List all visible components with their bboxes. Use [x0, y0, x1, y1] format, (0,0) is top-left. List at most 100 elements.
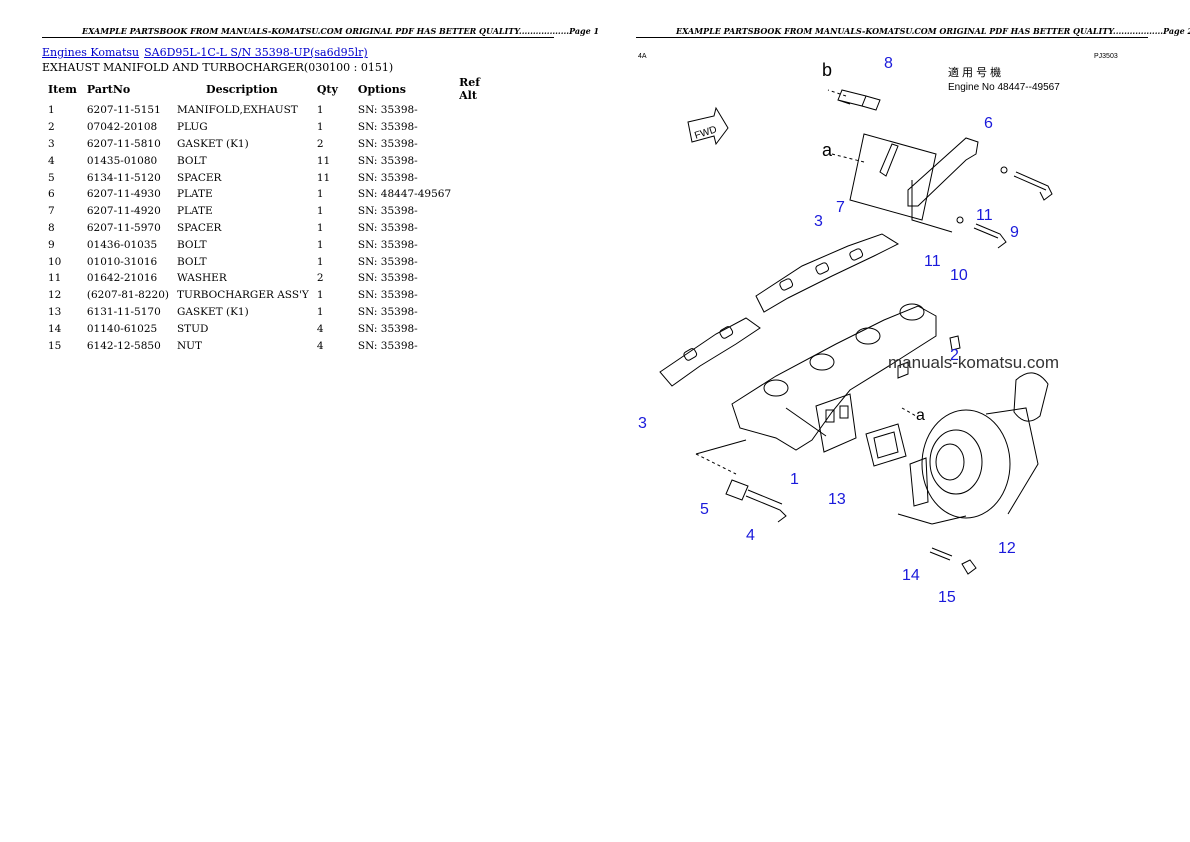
cell-qty: 11: [316, 154, 331, 167]
cell-ref-alt: [455, 169, 505, 186]
letter-a-lower: a: [916, 407, 925, 424]
page-header-left: EXAMPLE PARTSBOOK FROM MANUALS-KOMATSU.C…: [82, 26, 600, 36]
cell-options: SN: 35398-: [357, 322, 418, 335]
callout-15: 15: [938, 589, 956, 606]
cell-qty: 2: [316, 137, 324, 150]
page-header-right: EXAMPLE PARTSBOOK FROM MANUALS-KOMATSU.C…: [676, 26, 1190, 36]
callout-1: 1: [790, 471, 799, 488]
nut-15-shape: [961, 559, 977, 575]
cell-description: BOLT: [176, 255, 207, 268]
spacer-5-shape: [725, 479, 749, 501]
cell-qty: 1: [316, 205, 324, 218]
cell-item: 13: [48, 305, 62, 318]
cell-qty: 1: [316, 121, 324, 134]
letter-b-top: b: [822, 60, 832, 80]
parts-table: Item PartNo Description Qty Options Ref …: [44, 76, 505, 354]
cell-description: WASHER: [176, 272, 227, 285]
callout-13: 13: [828, 491, 846, 508]
plate-6-shape: [907, 137, 979, 207]
cell-ref-alt: [455, 270, 505, 287]
callout-3-upper: 3: [814, 213, 823, 230]
watermark-text: manuals-komatsu.com: [888, 353, 1059, 372]
cell-item: 14: [48, 322, 62, 335]
cell-description: PLUG: [176, 121, 208, 134]
cell-options: SN: 35398-: [357, 104, 418, 117]
fwd-arrow-icon: [687, 106, 729, 146]
cell-qty: 4: [316, 339, 324, 352]
callout-5: 5: [700, 501, 709, 518]
callout-10: 10: [950, 267, 968, 284]
col-header-qty: Qty: [316, 82, 338, 96]
cell-ref-alt: [455, 203, 505, 220]
callout-12: 12: [998, 540, 1016, 557]
cell-item: 11: [48, 272, 62, 285]
diagram-linework: [659, 89, 1053, 575]
cell-description: SPACER: [176, 221, 222, 234]
callout-6: 6: [984, 115, 993, 132]
callout-14: 14: [902, 567, 920, 584]
cell-qty: 1: [316, 104, 324, 117]
diagram-corner-right: PJ3503: [1094, 53, 1118, 60]
cell-qty: 2: [316, 272, 324, 285]
manifold-shape: [731, 305, 937, 451]
cell-partno: 6134-11-5120: [86, 171, 161, 184]
cell-options: SN: 35398-: [357, 305, 418, 318]
cell-ref-alt: [455, 287, 505, 304]
cell-description: TURBOCHARGER ASS'Y: [176, 289, 309, 302]
gasket-upper-shape: [755, 233, 900, 313]
callout-9: 9: [1010, 224, 1019, 241]
cell-qty: 1: [316, 255, 324, 268]
cell-item: 9: [48, 238, 55, 251]
callout-2: 2: [950, 347, 959, 364]
breadcrumb-link-model[interactable]: SA6D95L-1C-L S/N 35398-UP(sa6d95lr): [144, 46, 368, 59]
cell-partno: 6207-11-5151: [86, 104, 161, 117]
cell-partno: 6207-11-4930: [86, 188, 161, 201]
callout-4: 4: [746, 527, 755, 544]
cell-qty: 1: [316, 305, 324, 318]
cell-ref-alt: [455, 152, 505, 169]
cell-description: GASKET (K1): [176, 137, 249, 150]
cell-options: SN: 35398-: [357, 171, 418, 184]
cell-ref-alt: [455, 220, 505, 237]
diagram-annotations: 4A PJ3503 適 用 号 機 Engine No 48447--49567…: [638, 53, 1118, 424]
cell-item: 10: [48, 255, 62, 268]
cell-item: 12: [48, 289, 62, 302]
cell-description: GASKET (K1): [176, 305, 249, 318]
turbocharger-shape: [921, 409, 1011, 519]
cell-ref-alt: [455, 119, 505, 136]
cell-partno: 6142-12-5850: [86, 339, 161, 352]
cell-ref-alt: [455, 186, 505, 203]
cell-partno: 6207-11-5970: [86, 221, 161, 234]
cell-partno: 01140-61025: [86, 322, 158, 335]
gasket-13-shape: [865, 423, 907, 467]
breadcrumb: Engines Komatsu SA6D95L-1C-L S/N 35398-UP…: [42, 46, 368, 59]
cell-description: BOLT: [176, 154, 207, 167]
cell-partno: 01436-01035: [86, 238, 158, 251]
bolt-10-shape: [973, 223, 1007, 249]
cell-partno: 07042-20108: [86, 121, 158, 134]
cell-ref-alt: [455, 236, 505, 253]
cell-options: SN: 48447-49567: [357, 188, 452, 201]
plate-7-shape: [849, 133, 937, 221]
header-rule-right: [636, 37, 1148, 38]
letter-a-top: a: [822, 140, 833, 160]
cell-options: SN: 35398-: [357, 121, 418, 134]
breadcrumb-link-engines[interactable]: Engines Komatsu: [42, 46, 140, 59]
cell-ref-alt: [455, 320, 505, 337]
bolt-4-shape: [745, 489, 787, 523]
col-header-options: Options: [357, 82, 406, 96]
cell-partno: 6207-11-4920: [86, 205, 161, 218]
cell-description: PLATE: [176, 205, 213, 218]
cell-qty: 1: [316, 289, 324, 302]
cell-item: 7: [48, 205, 55, 218]
section-title: EXHAUST MANIFOLD AND TURBOCHARGER(030100…: [42, 61, 394, 74]
plug-2-shape: [949, 335, 961, 351]
cell-item: 8: [48, 221, 55, 234]
cell-item: 5: [48, 171, 55, 184]
